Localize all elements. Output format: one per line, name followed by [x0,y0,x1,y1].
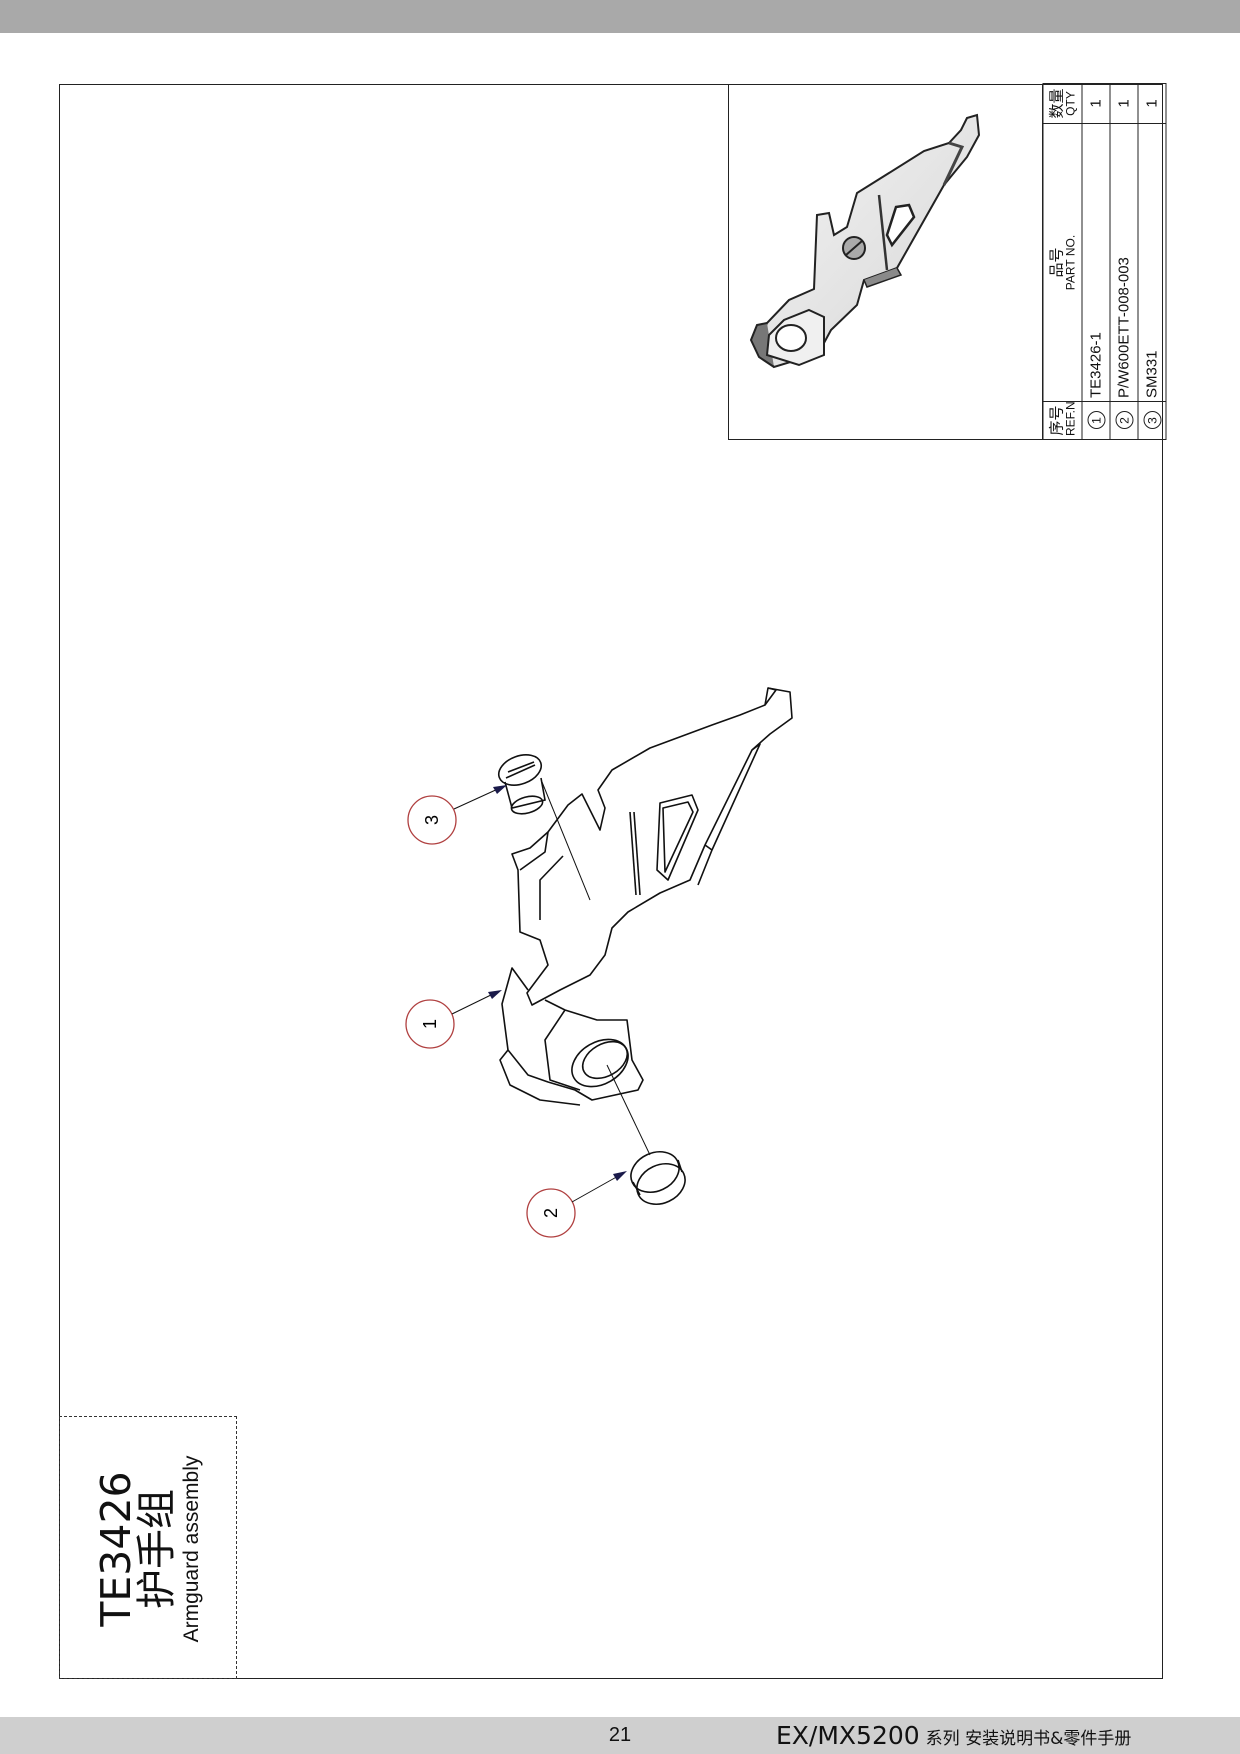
footer-model: EX/MX5200 [776,1721,920,1750]
bom-ref-number: 1 [1086,411,1105,430]
bom-table-container: 序号 REF.NO 品号 PART NO. 数量 QTY 1 TE3426-1 … [1042,83,1166,440]
part-preview-drawing [749,113,981,369]
assembly-name-cn: 护手组 [134,1489,180,1609]
footer-description: 系列 安装说明书&零件手册 [925,1729,1132,1749]
table-row: 2 P/W600ETT-008-003 1 [1109,83,1138,440]
bom-part-number: TE3426-1 [1081,123,1110,402]
title-block: TE3426 护手组 Armguard assembly [59,1416,237,1679]
bom-header-qty: 数量 QTY [1042,83,1082,124]
bom-qty: 1 [1137,83,1166,124]
bom-part-number: SM331 [1137,123,1166,402]
table-row: 1 TE3426-1 1 [1081,83,1110,440]
header-bar [0,0,1240,33]
bom-header-ref: 序号 REF.NO [1042,401,1082,440]
bom-qty: 1 [1081,83,1110,124]
bom-header-row: 序号 REF.NO 品号 PART NO. 数量 QTY [1042,83,1082,440]
assembly-code: TE3426 [92,1471,140,1627]
page-number: 21 [608,1724,632,1746]
part-preview-view [728,84,1043,440]
bom-part-number: P/W600ETT-008-003 [1109,123,1138,402]
bom-ref-number: 3 [1142,411,1161,430]
bom-qty: 1 [1109,83,1138,124]
bom-table: 序号 REF.NO 品号 PART NO. 数量 QTY 1 TE3426-1 … [1042,83,1166,440]
bom-header-part: 品号 PART NO. [1042,123,1082,402]
footer-bar [0,1717,1240,1754]
assembly-name-en: Armguard assembly [180,1455,203,1643]
drawing-frame [59,84,1163,1679]
table-row: 3 SM331 1 [1137,83,1166,440]
bom-ref-number: 2 [1114,411,1133,430]
